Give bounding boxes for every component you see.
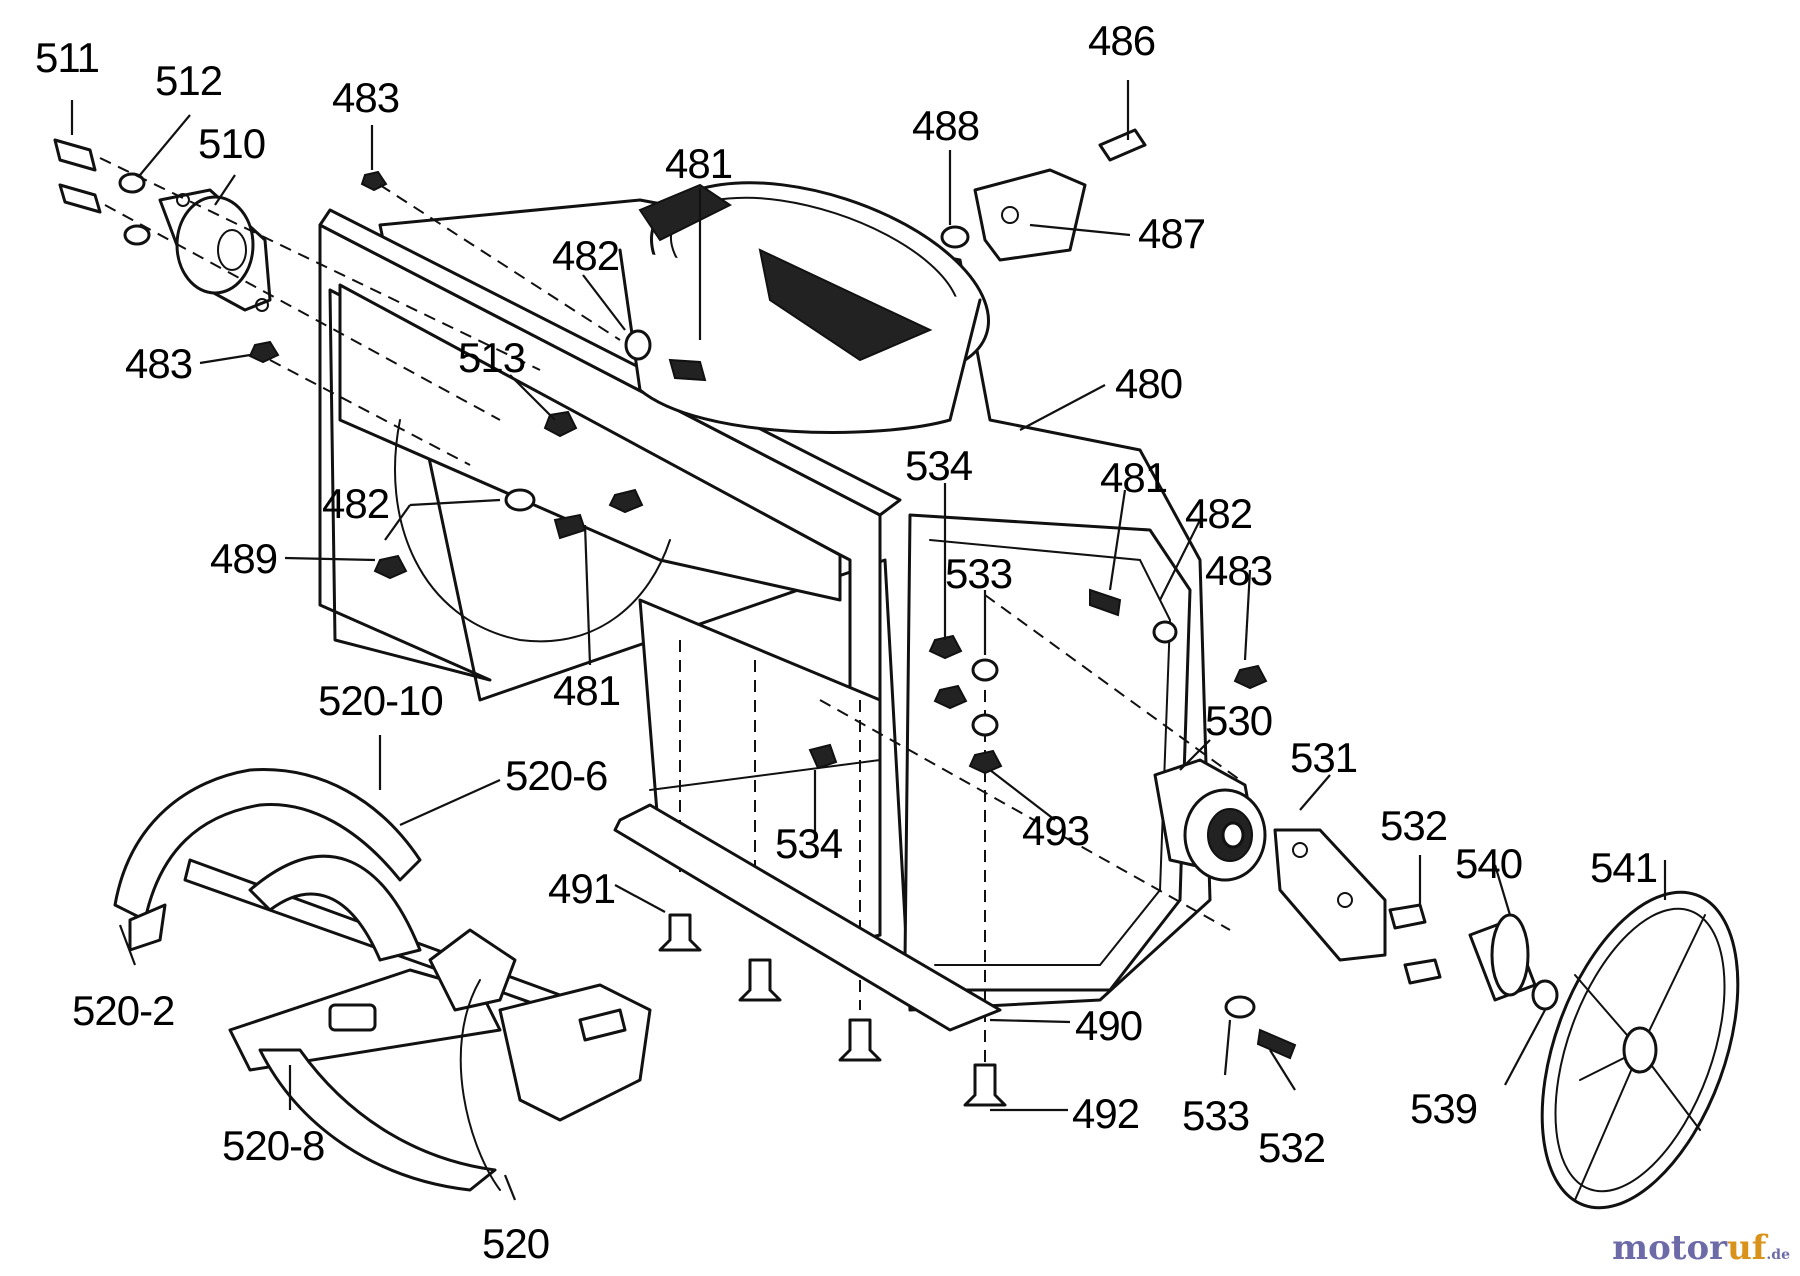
label-491: 491 — [548, 865, 615, 912]
label-532: 532 — [1380, 802, 1447, 849]
leader-lines — [70, 80, 1667, 1201]
reference-labels: 511 512 510 483 483 483 513 482 482 482 … — [35, 17, 1658, 1267]
label-513: 513 — [458, 334, 525, 381]
label-493: 493 — [1022, 807, 1089, 854]
label-533: 533 — [1182, 1092, 1249, 1139]
label-540: 540 — [1455, 840, 1522, 887]
watermark-logo: motoruf.de — [1612, 1228, 1790, 1268]
label-486: 486 — [1088, 17, 1155, 64]
watermark-main: motor — [1612, 1228, 1728, 1268]
label-492: 492 — [1072, 1090, 1139, 1137]
label-489: 489 — [210, 535, 277, 582]
watermark-suffix: .de — [1766, 1247, 1790, 1263]
hardware-nuts-washers — [373, 329, 1297, 1060]
label-483: 483 — [125, 340, 192, 387]
label-481: 481 — [1100, 454, 1167, 501]
label-520-10: 520-10 — [318, 677, 443, 724]
carriage-bolts — [658, 913, 1007, 1107]
label-520-2: 520-2 — [72, 987, 174, 1034]
label-482: 482 — [1185, 490, 1252, 537]
label-490: 490 — [1075, 1002, 1142, 1049]
label-531: 531 — [1290, 734, 1357, 781]
label-510: 510 — [198, 120, 265, 167]
label-533: 533 — [945, 550, 1012, 597]
label-488: 488 — [912, 102, 979, 149]
label-481: 481 — [553, 667, 620, 714]
chute-bracket — [940, 128, 1147, 262]
label-520: 520 — [482, 1220, 549, 1267]
label-481: 481 — [665, 140, 732, 187]
label-483: 483 — [332, 74, 399, 121]
auger-assembly — [113, 768, 652, 1192]
label-482: 482 — [552, 232, 619, 279]
skid-plate — [613, 759, 1002, 1032]
label-511: 511 — [35, 34, 99, 81]
label-541: 541 — [1590, 844, 1657, 891]
label-530: 530 — [1205, 697, 1272, 744]
label-534: 534 — [775, 820, 843, 867]
discharge-chute-ring — [618, 181, 990, 434]
label-480: 480 — [1115, 360, 1182, 407]
label-483: 483 — [1205, 547, 1272, 594]
label-512: 512 — [155, 57, 222, 104]
label-482: 482 — [322, 480, 389, 527]
label-539: 539 — [1410, 1085, 1477, 1132]
label-487: 487 — [1138, 210, 1205, 257]
label-532: 532 — [1258, 1124, 1325, 1171]
pulley-assembly — [1153, 758, 1740, 1210]
watermark-accent: uf — [1727, 1228, 1767, 1268]
label-534: 534 — [905, 442, 973, 489]
label-520-6: 520-6 — [505, 752, 607, 799]
label-520-8: 520-8 — [222, 1122, 324, 1169]
